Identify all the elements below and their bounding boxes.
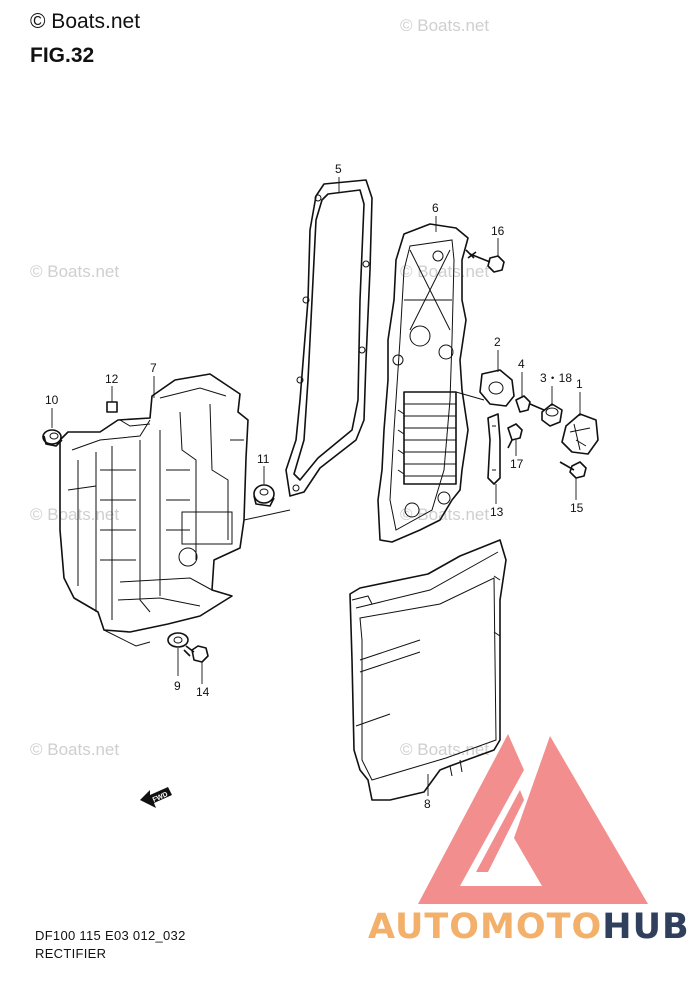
part-4-bolt xyxy=(515,395,545,413)
leader-lines xyxy=(51,177,581,796)
watermark: © Boats.net xyxy=(400,262,490,281)
callout-13: 13 xyxy=(490,505,504,519)
part-2-plate xyxy=(479,369,515,407)
part-10-grommet xyxy=(42,429,63,447)
diagram-caption: RECTIFIER xyxy=(35,946,107,961)
callout-12: 12 xyxy=(105,372,119,386)
callout-11: 11 xyxy=(257,452,270,466)
logo-mark-icon xyxy=(418,734,648,904)
part-17-bolt xyxy=(507,423,523,449)
callout-15: 15 xyxy=(570,501,584,515)
watermark: © Boats.net xyxy=(400,740,490,759)
callouts: 1 2 3・18 4 5 6 7 8 9 10 11 12 13 14 15 1… xyxy=(45,162,584,811)
callout-16: 16 xyxy=(491,224,505,238)
watermark: © Boats.net xyxy=(400,16,490,35)
figure-label: FIG.32 xyxy=(30,44,95,67)
diagram-code: DF100 115 E03 012_032 xyxy=(35,928,186,943)
part-8-cover xyxy=(349,539,507,801)
callout-2: 2 xyxy=(494,335,501,349)
callout-7: 7 xyxy=(150,361,157,375)
callout-8: 8 xyxy=(424,797,431,811)
callout-10: 10 xyxy=(45,393,59,407)
part-7-case xyxy=(59,373,291,647)
fwd-arrow-icon xyxy=(140,787,172,808)
callout-14: 14 xyxy=(196,685,210,699)
callout-6: 6 xyxy=(432,201,439,215)
watermark: © Boats.net xyxy=(400,505,490,524)
part-11-grommet xyxy=(253,484,275,507)
part-6-rectifier xyxy=(377,223,485,543)
callout-5: 5 xyxy=(335,162,342,176)
part-14-bolt xyxy=(183,645,209,663)
watermark: © Boats.net xyxy=(30,262,120,281)
callout-1: 1 xyxy=(576,377,583,391)
part-13-bracket xyxy=(487,413,501,485)
callout-3-18: 3・18 xyxy=(540,371,572,385)
part-15-bolt xyxy=(559,461,587,479)
logo-text-left: AUTOMOTOHUB xyxy=(368,907,690,947)
callout-4: 4 xyxy=(518,357,525,371)
callout-9: 9 xyxy=(174,679,181,693)
brand-watermark: © Boats.net xyxy=(30,10,141,33)
callout-17: 17 xyxy=(510,457,524,471)
part-1-holder xyxy=(561,413,599,455)
part-5-gasket xyxy=(285,179,373,497)
watermark: © Boats.net xyxy=(30,740,120,759)
part-9-washer xyxy=(167,632,189,648)
watermark: © Boats.net xyxy=(30,505,120,524)
